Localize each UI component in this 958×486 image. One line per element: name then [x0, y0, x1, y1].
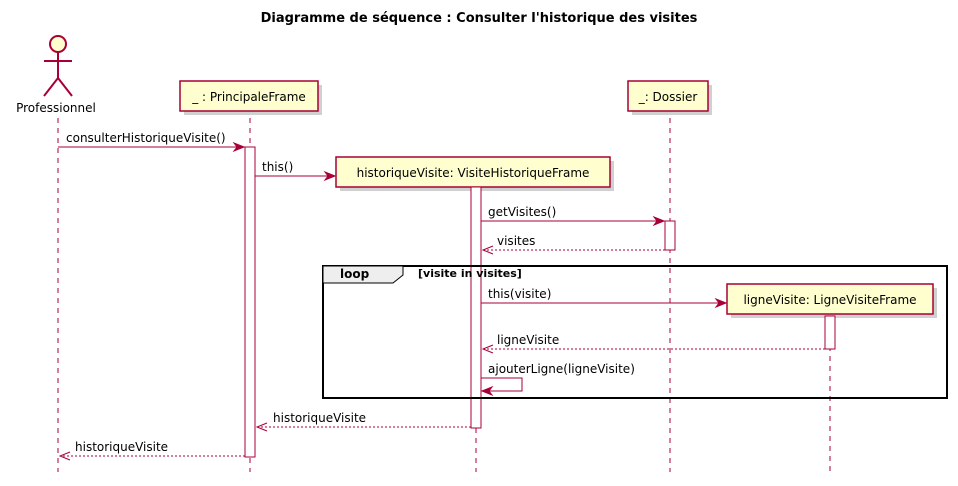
message-return-ligne: ligneVisite [481, 333, 825, 354]
message-label: ajouterLigne(ligneVisite) [488, 362, 635, 376]
activation-historique [470, 186, 482, 429]
loop-guard: [visite in visites] [418, 267, 522, 280]
message-label: historiqueVisite [75, 440, 168, 454]
participant-ligne-label: ligneVisite: LigneVisiteFrame [743, 293, 916, 307]
participant-principale-label: _ : PrincipaleFrame [191, 90, 306, 104]
participant-dossier-label: _: Dossier [638, 90, 698, 104]
activation-dossier [664, 220, 676, 251]
message-ajouter-ligne: ajouterLigne(ligneVisite) [480, 362, 635, 397]
message-label: this(visite) [488, 287, 551, 301]
message-return-historique: historiqueVisite [255, 411, 471, 432]
message-label: this() [262, 160, 293, 174]
diagram-title: Diagramme de séquence : Consulter l'hist… [261, 11, 698, 26]
activation-ligne [824, 315, 836, 350]
message-consulter-historique: consulterHistoriqueVisite() [58, 131, 246, 153]
participant-historique-frame: historiqueVisite: VisiteHistoriqueFrame [335, 156, 614, 191]
actor-label: Professionnel [16, 101, 96, 115]
participant-dossier: _: Dossier [627, 80, 712, 115]
message-return-professionnel: historiqueVisite [58, 440, 245, 461]
participant-ligne-frame: ligneVisite: LigneVisiteFrame [726, 283, 937, 318]
message-label: historiqueVisite [273, 411, 366, 425]
loop-keyword: loop [340, 267, 370, 281]
participant-principale-frame: _ : PrincipaleFrame [179, 80, 322, 115]
message-get-visites: getVisites() [481, 205, 666, 227]
participant-historique-label: historiqueVisite: VisiteHistoriqueFrame [357, 166, 590, 180]
message-label: consulterHistoriqueVisite() [66, 131, 226, 145]
message-return-visites: visites [481, 234, 665, 255]
message-create-ligne: this(visite) [481, 287, 728, 309]
actor-professionnel: Professionnel [16, 35, 96, 115]
message-label: visites [497, 234, 535, 248]
message-label: ligneVisite [497, 333, 559, 347]
activation-principale [244, 146, 256, 458]
message-create-historique: this() [255, 160, 337, 182]
loop-fragment: loop [visite in visites] [322, 265, 948, 399]
message-label: getVisites() [488, 205, 556, 219]
